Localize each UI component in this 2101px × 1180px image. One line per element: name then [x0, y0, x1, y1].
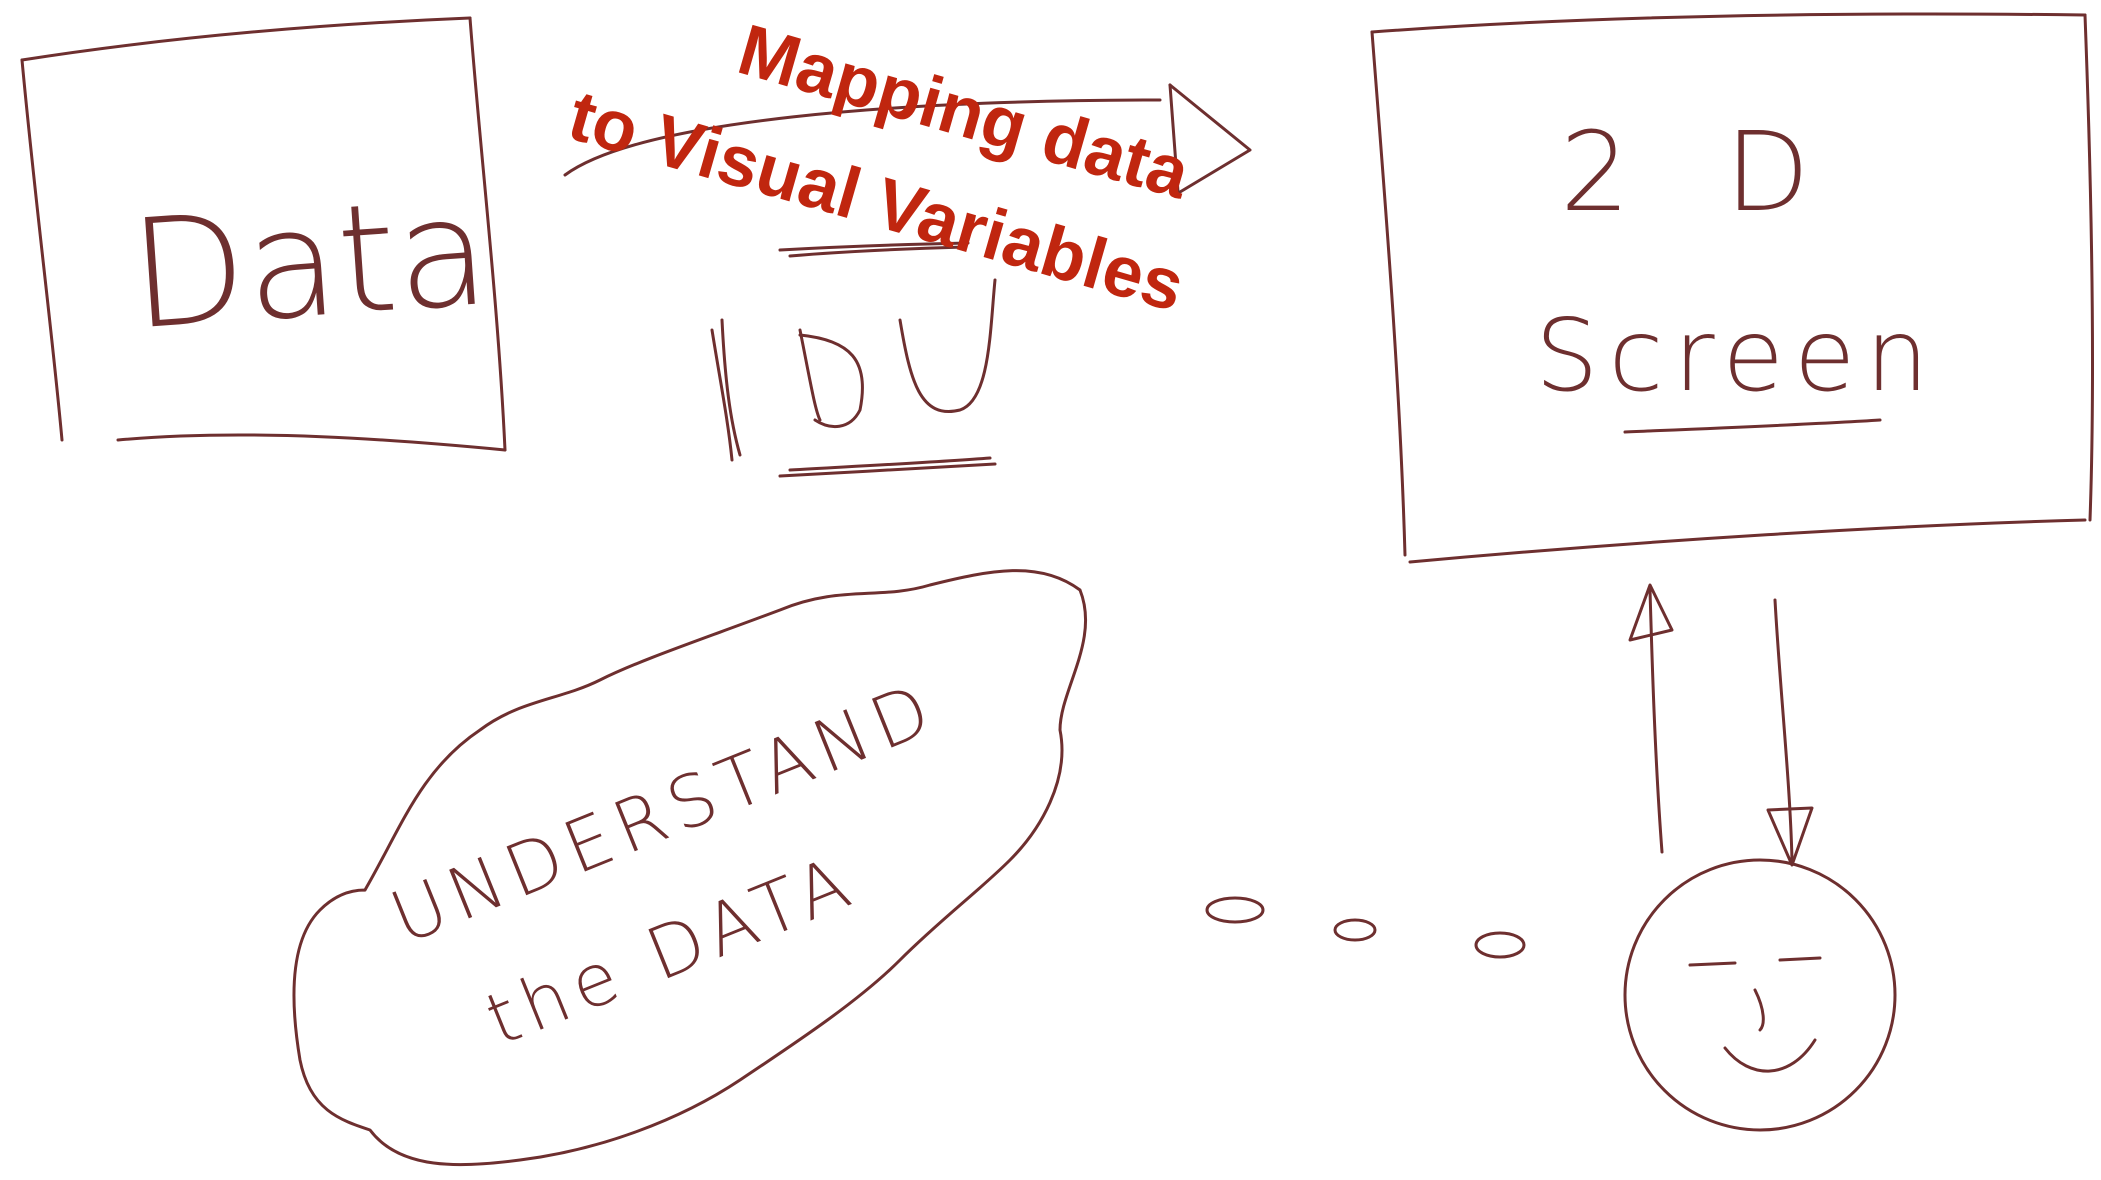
down-arrow-icon: [1766, 598, 1814, 867]
scribble-glyph: [710, 241, 997, 478]
viewer-face-icon: [1623, 858, 1897, 1132]
data-box-label: Data: [125, 165, 494, 364]
mapping-arrow: [563, 83, 1252, 197]
screen-box-label-1: 2 D: [1560, 108, 1840, 236]
data-box: [20, 16, 507, 452]
screen-label-underline: [1623, 418, 1882, 434]
thought-bubbles: [1205, 896, 1526, 959]
screen-box-label-2: Screen: [1535, 297, 1939, 414]
up-arrow-icon: [1628, 583, 1674, 854]
thought-cloud: [292, 569, 1087, 1167]
screen-box: [1370, 12, 2094, 564]
